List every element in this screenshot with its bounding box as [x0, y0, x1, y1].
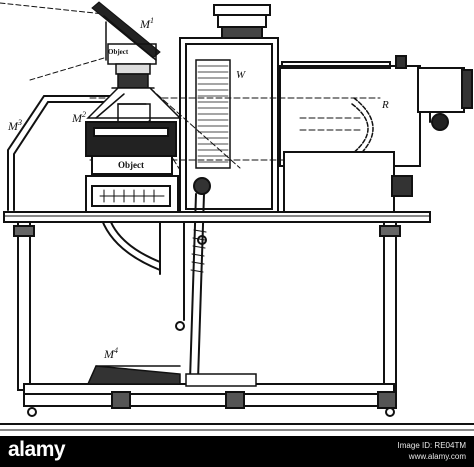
label-m2: M2 — [71, 110, 86, 125]
watermark-image-id: Image ID: RE04TM — [397, 441, 466, 450]
lower-object-box — [85, 121, 179, 215]
light-rays — [0, 2, 105, 81]
label-r: R — [381, 99, 389, 111]
mirror-m2 — [86, 87, 182, 123]
floor-mirror-m4 — [86, 365, 257, 387]
table-frame — [13, 221, 401, 417]
label-m1: M1 — [139, 16, 154, 31]
watermark-bar: alamy Image ID: RE04TM www.alamy.com — [0, 436, 474, 467]
support-bracket — [99, 213, 185, 331]
label-w: W — [236, 69, 246, 81]
watermark-logo: alamy — [8, 438, 66, 461]
label-object-lower: Object — [118, 160, 144, 170]
label-object-upper: Object — [108, 48, 129, 56]
hood-m3 — [7, 95, 115, 211]
arc-lamp-housing — [279, 55, 473, 167]
watermark-site: www.alamy.com — [408, 452, 466, 461]
table-top — [3, 151, 431, 223]
focusing-column — [189, 177, 211, 381]
watermark-id: Image ID: RE04TM www.alamy.com — [398, 440, 466, 462]
label-m4: M4 — [103, 346, 118, 361]
water-cell — [195, 59, 231, 169]
projection-apparatus-diagram: M1 Object W R M3 M2 Object M4 — [0, 1, 474, 431]
label-m3: M3 — [7, 118, 22, 133]
